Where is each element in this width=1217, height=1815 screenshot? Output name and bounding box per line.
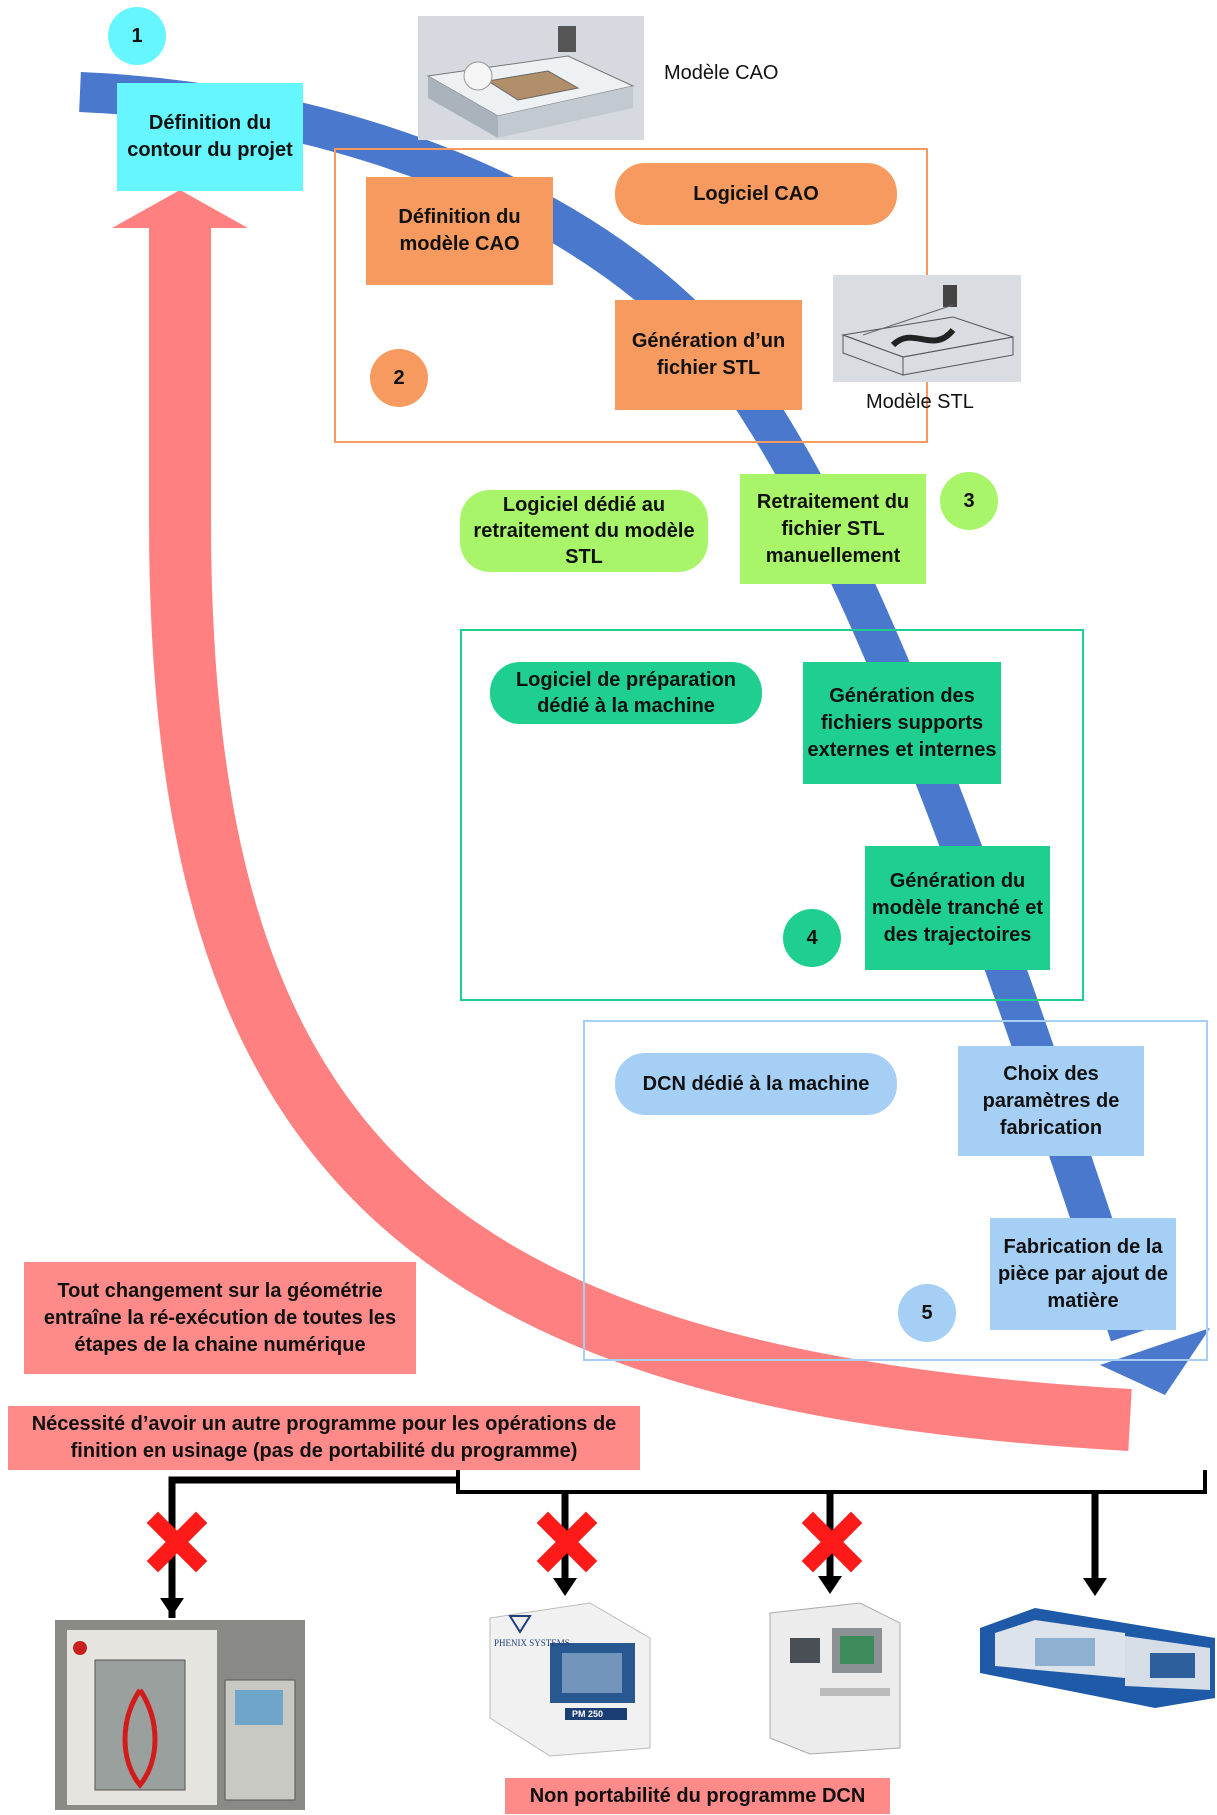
define-cad-model-box: Définition du modèle CAO [366,177,553,285]
stl-model-image [833,275,1021,382]
process-flow-arrow-head [1100,1328,1210,1395]
step-number-badge: 4 [783,909,841,967]
fabrication-parameters-box: Choix des paramètres de fabrication [958,1046,1144,1156]
dcn-portability-note: Non portabilité du programme DCN [505,1778,890,1814]
feedback-arrow-head [112,190,248,228]
industrial-laser-machine-image [975,1598,1215,1708]
cad-model-caption: Modèle CAO [664,62,779,84]
step-number-badge: 2 [370,349,428,407]
pm250-model-label: PM 250 [572,1709,603,1719]
cad-model-image [418,16,644,140]
connector-arrowheads [160,1576,1107,1616]
cross-icon [801,1511,863,1573]
generate-stl-box: Génération d’un fichier STL [615,300,802,410]
feedback-arrow [149,215,1132,1451]
manual-stl-repair-box: Retraitement du fichier STL manuellement [740,474,926,584]
step-number-badge: 5 [898,1284,956,1342]
machine-connector [168,1470,1207,1618]
machine-preparation-software-label: Logiciel de préparation dédié à la machi… [490,662,762,724]
finishing-program-note: Nécessité d’avoir un autre programme pou… [8,1406,640,1470]
step-number-badge: 3 [940,472,998,530]
dcn-software-label: DCN dédié à la machine [615,1053,897,1115]
step5-dcn-frame [583,1020,1208,1361]
cross-icon [536,1511,598,1573]
sliced-model-box: Génération du modèle tranché et des traj… [865,846,1050,970]
cross-icon [146,1511,208,1573]
pm250-brand-label: PHENIX SYSTEMS [494,1638,570,1648]
step4-preparation-frame [460,629,1084,1001]
step-number-badge: 1 [108,7,166,65]
geometry-change-note: Tout changement sur la géométrie entraîn… [24,1262,416,1374]
machining-center-image [55,1620,305,1810]
metal-3d-printer-image [760,1598,910,1756]
pm250-machine-image: PM 250 PHENIX SYSTEMS [480,1598,655,1758]
additive-fabrication-box: Fabrication de la pièce par ajout de mat… [990,1218,1176,1330]
stl-repair-software-label: Logiciel dédié au retraitement du modèle… [460,490,708,572]
stl-model-caption: Modèle STL [866,391,974,413]
support-files-box: Génération des fichiers supports externe… [803,662,1001,784]
project-contour-box: Définition du contour du projet [117,83,303,191]
cad-software-label: Logiciel CAO [615,163,897,225]
